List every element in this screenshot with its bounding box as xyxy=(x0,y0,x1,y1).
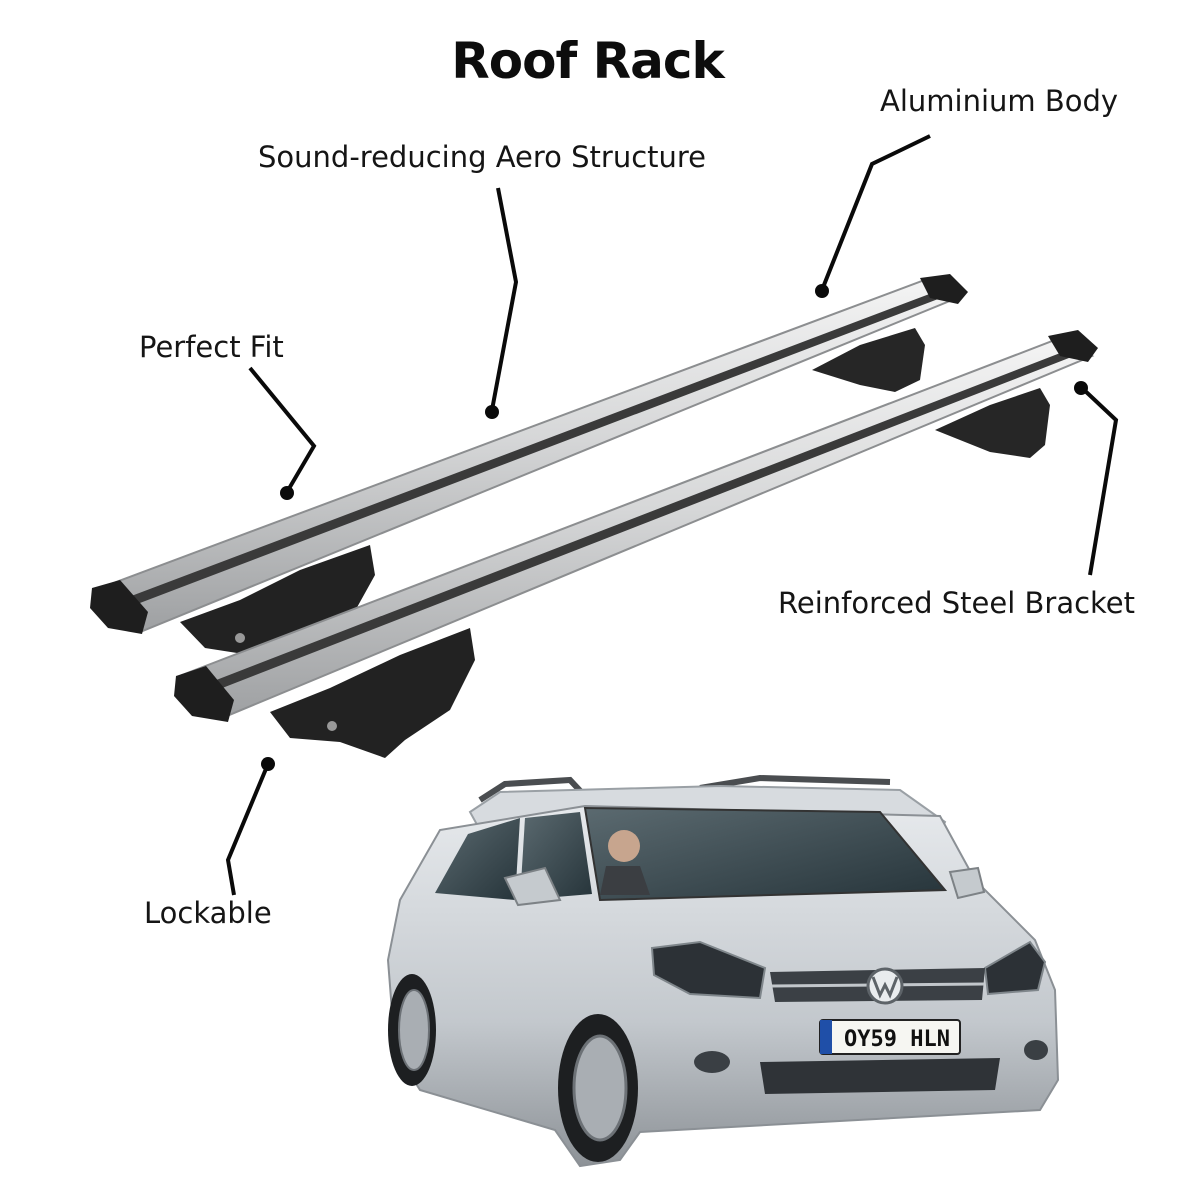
lock-icon xyxy=(327,721,337,731)
label-perfect-fit: Perfect Fit xyxy=(139,330,284,364)
car-windscreen xyxy=(583,806,948,902)
car-side-window xyxy=(435,818,520,900)
car-headlight-left xyxy=(650,940,767,1000)
rear-endcap-right xyxy=(920,274,968,304)
rear-crossbar xyxy=(90,274,968,655)
page-title: Roof Rack xyxy=(451,32,725,90)
front-endcap-left xyxy=(174,666,234,722)
front-foot-right xyxy=(935,388,1050,458)
lock-icon xyxy=(235,633,245,643)
rear-endcap-left xyxy=(90,580,148,634)
car-lower-grille xyxy=(760,1058,1000,1094)
car-fog-light xyxy=(694,1051,730,1073)
front-foot-left xyxy=(270,628,475,758)
rear-foot-right xyxy=(812,328,925,392)
car-front-wheel xyxy=(558,1014,638,1162)
leader-fit xyxy=(248,366,317,500)
car-illustration: OY59 HLN xyxy=(386,774,1060,1168)
leader-bracket xyxy=(1074,381,1119,576)
car-headlight-right xyxy=(983,940,1047,996)
driver xyxy=(608,830,640,862)
label-aero-structure: Sound-reducing Aero Structure xyxy=(258,140,707,174)
car-roof-rail xyxy=(699,774,891,791)
leader-aero xyxy=(485,187,519,419)
rear-bar-groove xyxy=(126,290,946,606)
car-fog-light xyxy=(1024,1040,1048,1060)
leader-aluminium xyxy=(815,134,931,298)
car-side-mirror xyxy=(503,866,562,907)
leader-lockable xyxy=(225,757,275,896)
front-endcap-right xyxy=(1048,330,1098,362)
plate-text: OY59 HLN xyxy=(844,1027,950,1052)
front-bar-groove xyxy=(206,350,1074,692)
vw-logo-icon xyxy=(866,967,904,1005)
label-aluminium-body: Aluminium Body xyxy=(880,84,1119,118)
label-lockable: Lockable xyxy=(144,896,272,930)
car-roof-rail xyxy=(478,776,588,803)
car-rear-wheel xyxy=(388,974,436,1086)
car-side-mirror xyxy=(948,866,986,900)
label-steel-bracket: Reinforced Steel Bracket xyxy=(778,586,1136,620)
car-number-plate: OY59 HLN xyxy=(819,1019,961,1055)
driver-body xyxy=(600,866,650,895)
front-crossbar xyxy=(174,330,1098,758)
